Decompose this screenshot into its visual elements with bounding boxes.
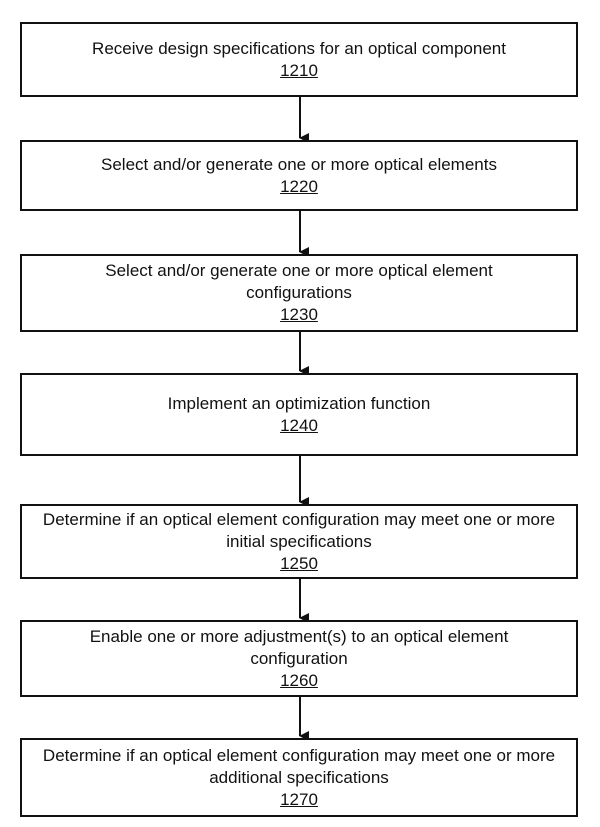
step-1210-ref: 1210 bbox=[280, 60, 318, 80]
step-1230-box: Select and/or generate one or more optic… bbox=[20, 254, 578, 332]
step-1230-text: Select and/or generate one or more optic… bbox=[105, 261, 493, 302]
step-1220-text: Select and/or generate one or more optic… bbox=[101, 154, 497, 174]
step-1270-ref: 1270 bbox=[280, 789, 318, 809]
step-1210-text: Receive design specifications for an opt… bbox=[92, 38, 506, 58]
step-1270-text: Determine if an optical element configur… bbox=[42, 745, 556, 787]
step-1250-ref: 1250 bbox=[280, 553, 318, 573]
step-1240-text: Implement an optimization function bbox=[167, 393, 431, 413]
step-1250-text: Determine if an optical element configur… bbox=[42, 509, 556, 551]
step-1270-box: Determine if an optical element configur… bbox=[20, 738, 578, 817]
step-1260-ref: 1260 bbox=[280, 670, 318, 690]
step-1230-ref: 1230 bbox=[280, 305, 318, 324]
step-1260-box: Enable one or more adjustment(s) to an o… bbox=[20, 620, 578, 697]
step-1240-box: Implement an optimization function 1240 bbox=[20, 373, 578, 456]
step-1220-box: Select and/or generate one or more optic… bbox=[20, 140, 578, 211]
step-1220-ref: 1220 bbox=[280, 176, 318, 196]
step-1240-ref: 1240 bbox=[280, 415, 318, 435]
step-1210-box: Receive design specifications for an opt… bbox=[20, 22, 578, 97]
step-1260-text: Enable one or more adjustment(s) to an o… bbox=[89, 626, 509, 668]
step-1250-box: Determine if an optical element configur… bbox=[20, 504, 578, 579]
